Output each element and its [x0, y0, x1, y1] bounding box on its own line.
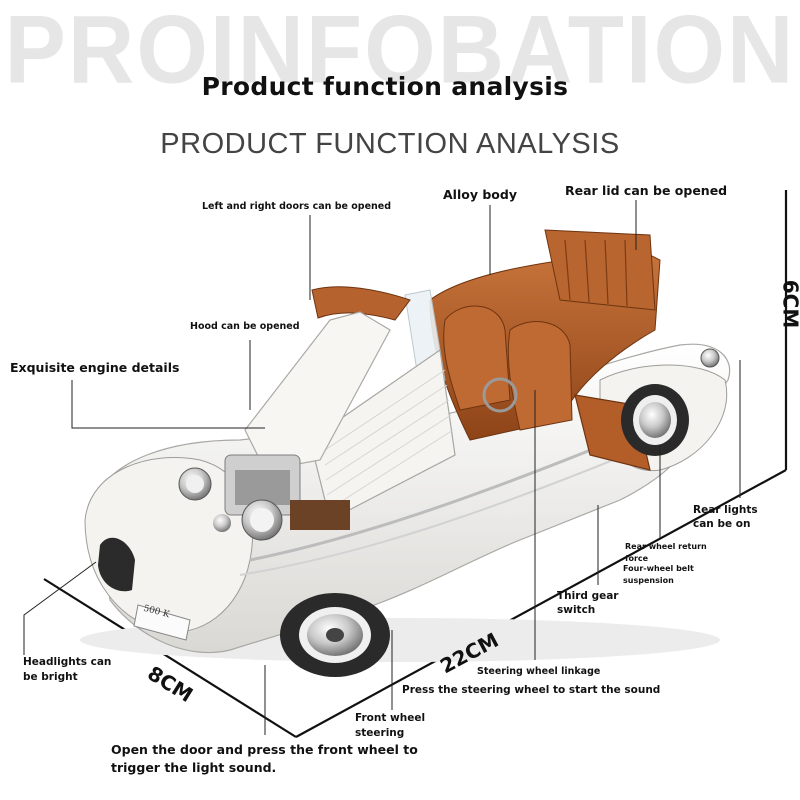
- label-third-gear-2: switch: [557, 604, 596, 616]
- label-alloy-body: Alloy body: [443, 187, 517, 202]
- page-title: Product function analysis: [201, 72, 569, 101]
- front-wheel: [280, 593, 390, 677]
- label-open-door-1: Open the door and press the front wheel …: [111, 742, 418, 757]
- open-door-left: [309, 348, 456, 521]
- label-front-steering-1: Front wheel: [355, 712, 426, 724]
- watermark-text: PROINFOBATION: [4, 0, 796, 104]
- dimension-lines: [43, 190, 788, 738]
- label-rear-wheel-1: Rear wheel return: [625, 542, 707, 551]
- headlights: [178, 467, 283, 541]
- label-press-steering: Press the steering wheel to start the so…: [402, 684, 661, 696]
- label-open-door-2: trigger the light sound.: [111, 760, 277, 775]
- car-interior: [429, 229, 661, 441]
- label-rear-lights-1: Rear lights: [693, 504, 758, 516]
- car-body: [80, 343, 731, 662]
- label-rear-lights-2: can be on: [693, 518, 751, 530]
- page-subtitle: PRODUCT FUNCTION ANALYSIS: [160, 128, 620, 160]
- label-headlights-1: Headlights can: [23, 656, 112, 668]
- rear-wheel: [621, 384, 689, 456]
- label-four-wheel-2: suspension: [623, 576, 674, 585]
- label-rear-wheel-2: force: [625, 554, 649, 563]
- label-third-gear-1: Third gear: [557, 590, 619, 602]
- label-front-steering-2: steering: [355, 727, 405, 739]
- engine-detail: [224, 454, 350, 530]
- upper-door-panel: [311, 286, 411, 321]
- rear-light: [700, 348, 720, 368]
- dimension-height: 6CM: [778, 279, 800, 329]
- label-doors: Left and right doors can be opened: [202, 201, 392, 212]
- label-rear-lid: Rear lid can be opened: [565, 183, 728, 198]
- label-engine: Exquisite engine details: [10, 360, 180, 375]
- license-plate: [133, 604, 191, 641]
- label-headlights-2: be bright: [23, 671, 78, 683]
- leader-lines: [23, 200, 741, 735]
- label-four-wheel-1: Four-wheel belt: [623, 564, 694, 573]
- label-hood: Hood can be opened: [190, 321, 300, 332]
- label-steering-linkage: Steering wheel linkage: [477, 666, 601, 677]
